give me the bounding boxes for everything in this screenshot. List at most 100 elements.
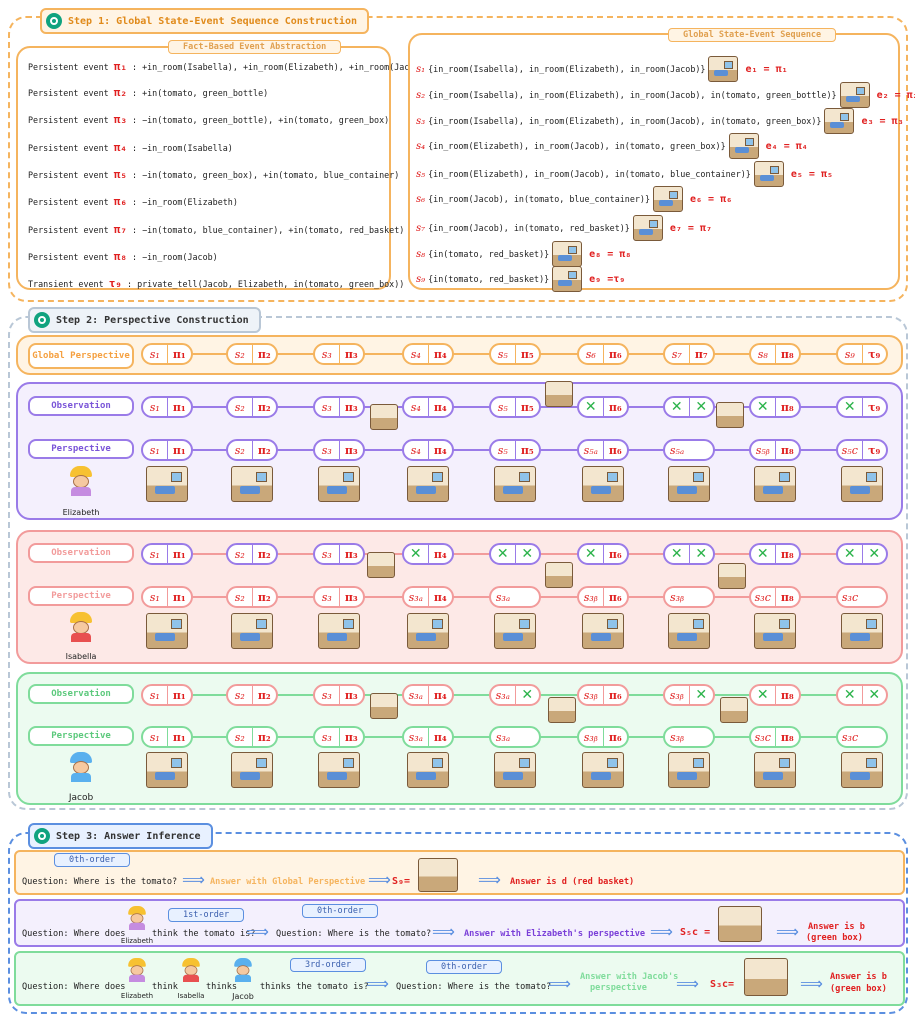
- node-event: π₈: [776, 345, 800, 363]
- node-state: ✕: [751, 686, 776, 704]
- person-name: Elizabeth: [112, 992, 162, 1000]
- state-event-node: ✕τ₉: [836, 396, 888, 418]
- room-image: [552, 241, 582, 267]
- node-state: s₃: [315, 441, 340, 459]
- node-state: s₄: [404, 345, 429, 363]
- state-event-node: ✕✕: [836, 543, 888, 565]
- event-equation: e₅ = π₅: [791, 169, 833, 180]
- event-body: : −in_room(Elizabeth): [127, 197, 238, 207]
- question-text: Question: Where is the tomato?: [276, 929, 431, 939]
- node-event: π₄: [429, 398, 453, 416]
- sequence-item: s₄{in_room(Elizabeth), in_room(Jacob), i…: [416, 133, 808, 159]
- state-event-node: s₄π₄: [402, 439, 454, 461]
- jacob-name: Jacob: [56, 793, 106, 803]
- node-event: τ₉: [863, 441, 887, 459]
- room-image: [407, 752, 449, 788]
- step3-title: Step 3: Answer Inference: [28, 823, 213, 849]
- room-image: [582, 613, 624, 649]
- state-facts: {in(tomato, red_basket)}: [428, 249, 549, 259]
- answer-method: Answer with Jacob's: [580, 972, 678, 982]
- state-event-node: s₃ₐ: [489, 586, 541, 608]
- node-state: s₂: [228, 545, 253, 563]
- state-event-node: s₃ₐ: [489, 726, 541, 748]
- node-state: s₃ᵦ: [665, 588, 689, 606]
- node-state: s₅c: [838, 441, 863, 459]
- node-event: π₂: [253, 398, 277, 416]
- state-event-node: s₂π₂: [226, 343, 278, 365]
- node-state: s₄: [404, 398, 429, 416]
- answer-method-detail: perspective: [590, 983, 647, 993]
- node-state: ✕: [838, 686, 863, 704]
- elizabeth-avatar: [127, 958, 148, 982]
- node-event: π₆: [604, 545, 628, 563]
- room-image: [494, 752, 536, 788]
- state-event-node: s₃ᵦ: [663, 586, 715, 608]
- event-symbol: π₇: [114, 223, 127, 236]
- room-image: [146, 466, 188, 502]
- event-symbol: π₁: [114, 60, 127, 73]
- node-event: π₁: [168, 398, 192, 416]
- state-facts: {in(tomato, red_basket)}: [428, 274, 549, 284]
- state-event-node: s₃ᵦ: [663, 726, 715, 748]
- question-text: Question: Where is the tomato?: [396, 982, 551, 992]
- state-event-node: s₁π₁: [141, 396, 193, 418]
- node-state: s₃c: [751, 728, 776, 746]
- event-kind: Persistent event: [28, 143, 114, 153]
- elizabeth-observation-label: Observation: [28, 396, 134, 416]
- state-id: s₄: [416, 141, 425, 152]
- node-state: s₂: [228, 398, 253, 416]
- room-image: [407, 613, 449, 649]
- node-event: π₈: [776, 686, 800, 704]
- room-image: [668, 466, 710, 502]
- node-event: π₁: [168, 345, 192, 363]
- event-body: : private_tell(Jacob, Elizabeth, in(toma…: [122, 279, 404, 289]
- state-id: s₁: [416, 64, 425, 75]
- isabella-observation-label: Observation: [28, 543, 134, 563]
- sequence-item: s₆{in_room(Jacob), in(tomato, blue_conta…: [416, 186, 732, 212]
- global-perspective-label: Global Perspective: [28, 343, 134, 369]
- node-state: s₁: [143, 398, 168, 416]
- state-event-node: s₅π₅: [489, 396, 541, 418]
- event-kind: Persistent event: [28, 197, 114, 207]
- node-event: ✕: [516, 686, 540, 704]
- node-event: π₄: [429, 441, 453, 459]
- step2-title: Step 2: Perspective Construction: [28, 307, 261, 333]
- state-id: s₆: [416, 194, 425, 205]
- event-item: Persistent event π₃ : −in(tomato, green_…: [28, 113, 389, 126]
- node-state: s₅ᵦ: [751, 441, 776, 459]
- openai-icon: [46, 13, 62, 29]
- node-event: [862, 588, 886, 606]
- state-event-node: s₇π₇: [663, 343, 715, 365]
- state-event-node: s₅cτ₉: [836, 439, 888, 461]
- node-state: s₃ₐ: [491, 686, 516, 704]
- state-event-node: s₅ₐπ₆: [577, 439, 629, 461]
- arrow-icon: ⟹: [650, 924, 673, 940]
- node-state: s₁: [143, 686, 168, 704]
- room-image: [146, 752, 188, 788]
- room-image: [653, 186, 683, 212]
- room-image: [407, 466, 449, 502]
- node-state: s₈: [751, 345, 776, 363]
- sequence-panel-title: Global State-Event Sequence: [668, 28, 836, 42]
- node-state: s₅: [491, 398, 516, 416]
- node-state: ✕: [838, 398, 863, 416]
- node-state: s₃ᵦ: [579, 588, 604, 606]
- node-event: τ₉: [863, 345, 887, 363]
- node-state: s₁: [143, 728, 168, 746]
- event-equation: e₈ = π₈: [589, 249, 631, 260]
- jacob-avatar: [233, 958, 254, 982]
- state-event-node: ✕π₆: [577, 543, 629, 565]
- node-state: s₆: [579, 345, 604, 363]
- room-image: [841, 752, 883, 788]
- state-event-node: s₃π₃: [313, 586, 365, 608]
- node-event: π₁: [168, 686, 192, 704]
- node-event: π₄: [429, 345, 453, 363]
- state-id: s₃: [416, 116, 425, 127]
- jacob-observation-label: Observation: [28, 684, 134, 704]
- node-event: π₃: [340, 345, 364, 363]
- node-state: s₁: [143, 441, 168, 459]
- node-event: π₆: [604, 345, 628, 363]
